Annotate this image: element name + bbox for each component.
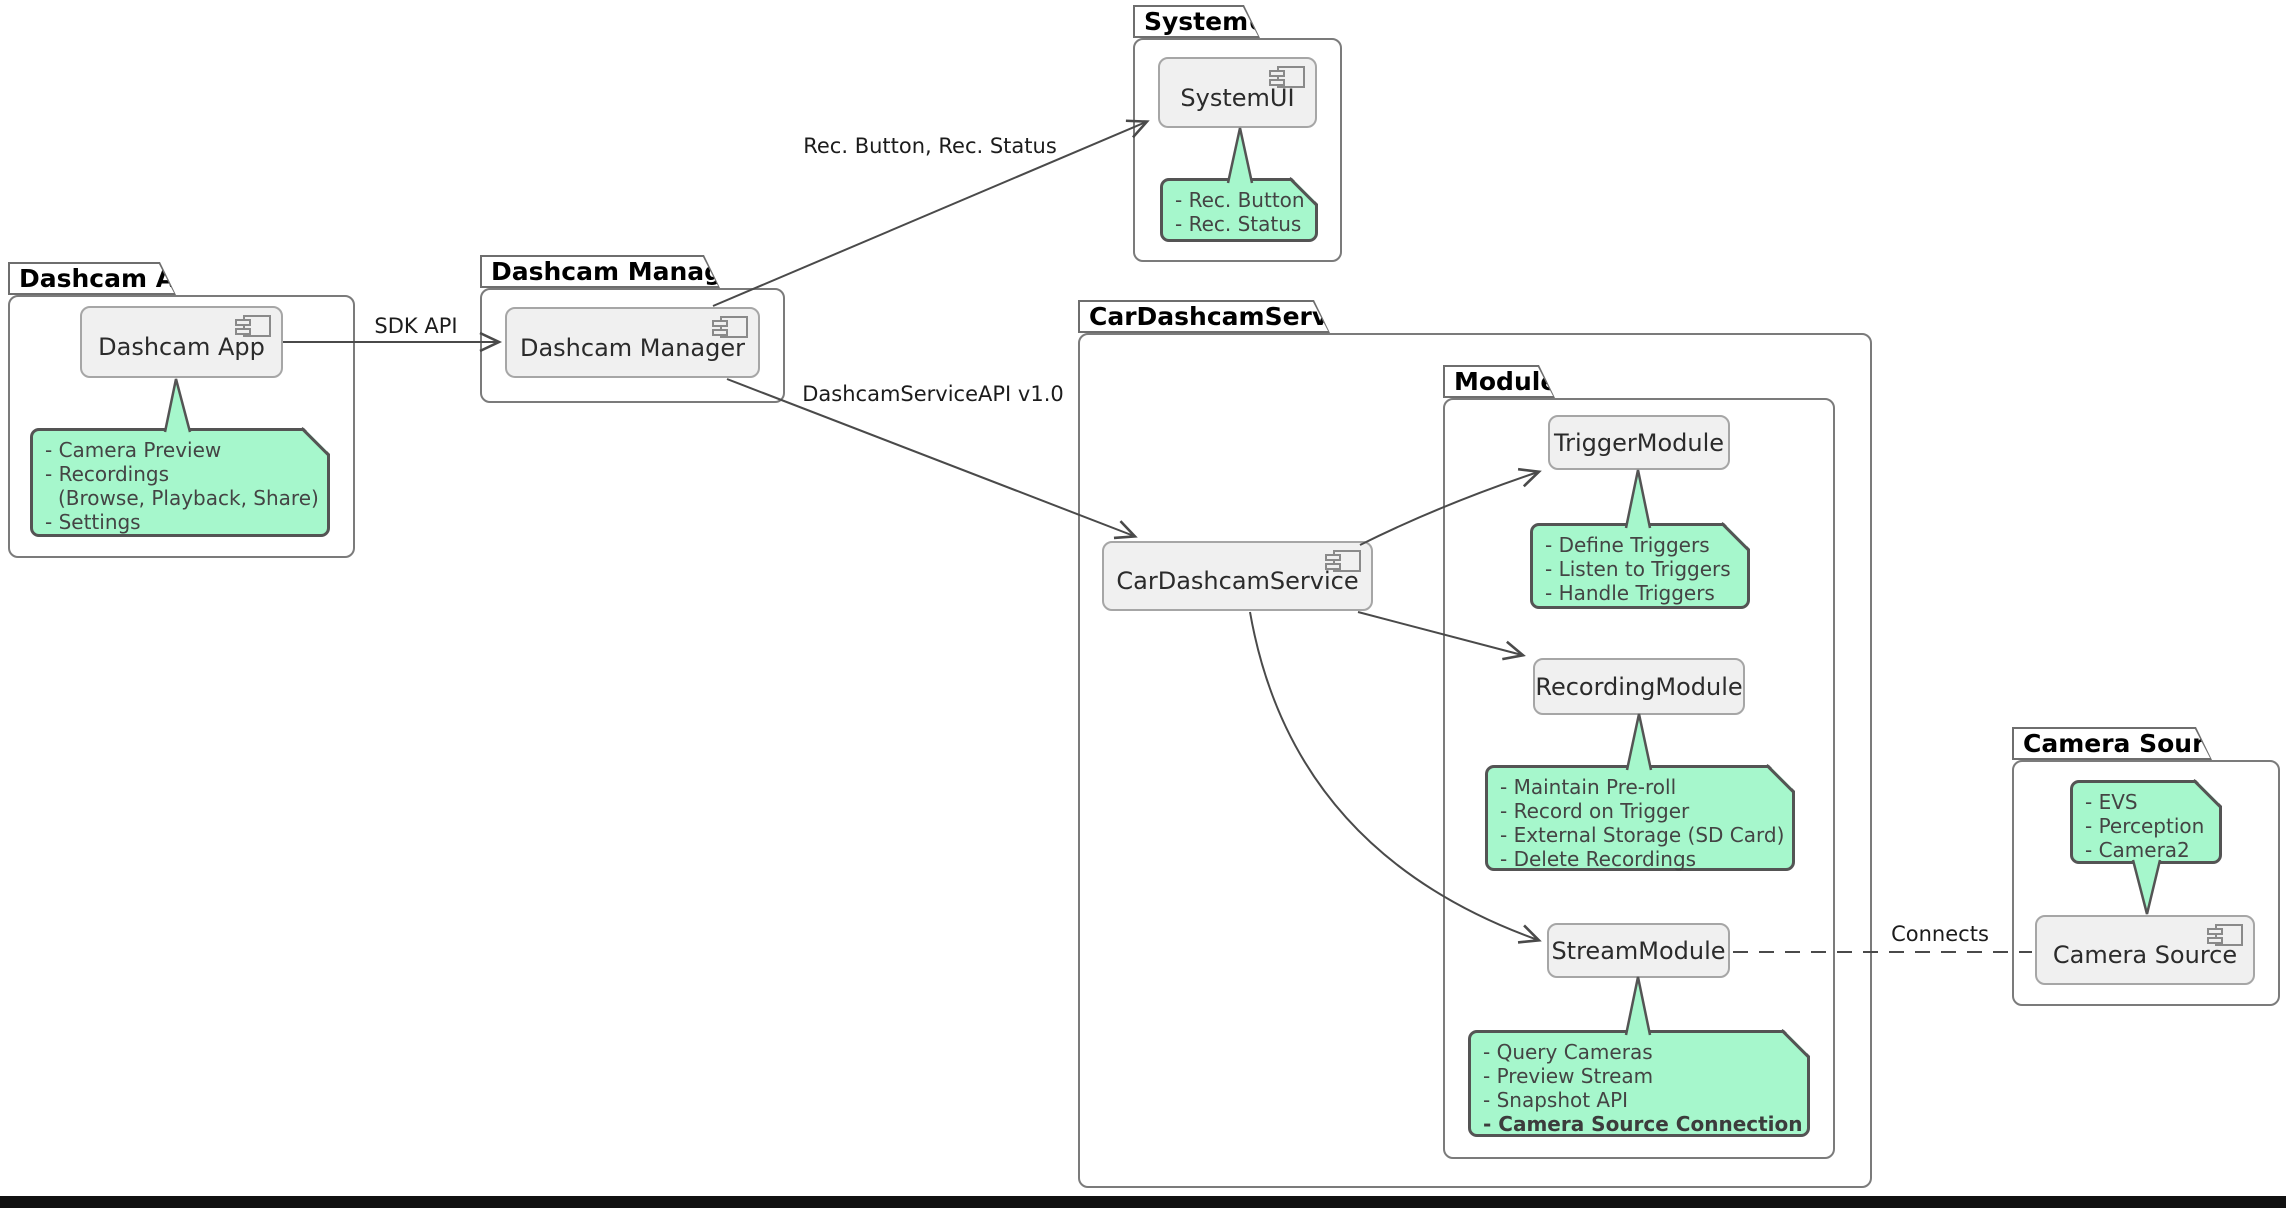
note-line: - Query Cameras: [1483, 1040, 1653, 1064]
note-line: - Camera Source Connection: [1483, 1112, 1803, 1136]
note-recordingmodule: - Maintain Pre-roll - Record on Trigger …: [1485, 765, 1795, 871]
package-title-systemui: SystemUI: [1144, 7, 1278, 36]
component-dashcam-app: Dashcam App: [80, 306, 283, 378]
component-icon: [235, 315, 271, 337]
package-tab-camera-source: Camera Source: [2012, 727, 2212, 760]
note-line: - Camera Preview: [45, 438, 222, 462]
component-icon: [712, 316, 748, 338]
component-streammodule: StreamModule: [1547, 923, 1730, 978]
note-line: - Preview Stream: [1483, 1064, 1654, 1088]
note-line: - Camera2: [2085, 838, 2190, 862]
edge-label-sdk-api: SDK API: [374, 314, 458, 338]
note-line: - Snapshot API: [1483, 1088, 1629, 1112]
note-streammodule: - Query Cameras - Preview Stream - Snaps…: [1468, 1030, 1810, 1137]
component-label: StreamModule: [1551, 936, 1726, 965]
note-line: (Browse, Playback, Share): [58, 486, 319, 510]
bottom-bar: [0, 1196, 2286, 1208]
component-label: TriggerModule: [1553, 428, 1725, 457]
package-tab-dashcam-manager: Dashcam Manager: [480, 255, 720, 288]
package-title-camera-source: Camera Source: [2023, 729, 2237, 758]
note-dashcam-app: - Camera Preview - Recordings (Browse, P…: [30, 428, 330, 537]
note-line: - Record on Trigger: [1500, 799, 1690, 823]
package-tab-systemui: SystemUI: [1133, 5, 1260, 38]
package-title-dashcam-app: Dashcam App: [19, 264, 211, 293]
component-label: RecordingModule: [1535, 672, 1743, 701]
component-label: Dashcam App: [98, 333, 265, 361]
note-line: - EVS: [2085, 790, 2138, 814]
package-title-dashcam-manager: Dashcam Manager: [491, 257, 752, 286]
note-systemui: - Rec. Button - Rec. Status: [1160, 178, 1318, 242]
note-line: - Recordings: [45, 462, 170, 486]
note-line: - External Storage (SD Card): [1500, 823, 1785, 847]
note-camera-source: - EVS - Perception - Camera2: [2070, 780, 2222, 864]
package-title-cardashcamservice: CarDashcamService: [1089, 302, 1369, 331]
note-line: - Rec. Status: [1175, 212, 1302, 236]
note-line: - Define Triggers: [1545, 533, 1710, 557]
component-label: Dashcam Manager: [519, 333, 745, 362]
package-tab-dashcam-app: Dashcam App: [8, 262, 176, 295]
component-triggermodule: TriggerModule: [1548, 415, 1730, 470]
package-tab-modules: Modules: [1443, 365, 1555, 398]
note-line: - Perception: [2085, 814, 2205, 838]
component-label: Camera Source: [2052, 941, 2238, 969]
component-systemui: SystemUI: [1158, 57, 1317, 128]
note-triggermodule: - Define Triggers - Listen to Triggers -…: [1530, 523, 1750, 609]
component-label: CarDashcamService: [1116, 567, 1359, 595]
component-icon: [1269, 66, 1305, 88]
component-icon: [2207, 924, 2243, 946]
note-line: - Maintain Pre-roll: [1500, 775, 1677, 799]
edge-label-rec-button-status: Rec. Button, Rec. Status: [803, 134, 1057, 158]
component-camera-source: Camera Source: [2035, 915, 2255, 985]
note-line: - Delete Recordings: [1500, 847, 1697, 871]
component-recordingmodule: RecordingModule: [1533, 658, 1745, 715]
note-line: - Handle Triggers: [1545, 581, 1715, 605]
component-cardashcamservice: CarDashcamService: [1102, 541, 1373, 611]
component-dashcam-manager: Dashcam Manager: [505, 307, 760, 378]
note-line: - Settings: [45, 510, 141, 534]
package-tab-cardashcamservice: CarDashcamService: [1078, 300, 1330, 333]
component-icon: [1325, 550, 1361, 572]
note-line: - Listen to Triggers: [1545, 557, 1731, 581]
edge-label-connects: Connects: [1891, 922, 1989, 946]
note-line: - Rec. Button: [1175, 188, 1305, 212]
component-label: SystemUI: [1180, 83, 1295, 112]
edge-label-dashcamserviceapi: DashcamServiceAPI v1.0: [802, 382, 1064, 406]
